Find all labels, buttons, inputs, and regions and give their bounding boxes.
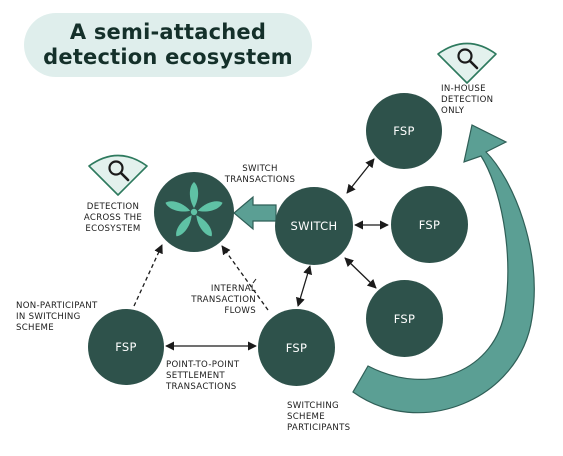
non-participant-line-2: IN SWITCHING: [16, 312, 81, 322]
internal-flows-line-2: TRANSACTION: [191, 295, 256, 305]
fsp-node-left: FSP: [88, 309, 164, 385]
detection-across-label: DETECTION ACROSS THE ECOSYSTEM: [72, 202, 154, 235]
in-house-detection-label: IN-HOUSE DETECTION ONLY: [441, 84, 493, 117]
internal-flows-tick: [252, 278, 257, 284]
switch-fsp-top-connector: [346, 158, 375, 194]
in-house-magnifier-icon: [437, 42, 497, 84]
scheme-participants-line-3: PARTICIPANTS: [287, 423, 351, 433]
switch-fsp-bottom-connector: [344, 257, 377, 289]
fsp-node-middle: FSP: [391, 186, 468, 263]
fsp-left-to-hub-dashed: [133, 244, 163, 307]
non-participant-label: NON-PARTICIPANT IN SWITCHING SCHEME: [16, 301, 98, 334]
fsp-center-to-hub-dashed: [221, 245, 269, 311]
fsp-node-bottom-right: FSP: [366, 280, 443, 357]
fsp-node-center: FSP: [258, 309, 335, 386]
switch-transactions-label: SWITCH TRANSACTIONS: [208, 164, 312, 186]
non-participant-line-3: SCHEME: [16, 323, 54, 333]
flower-ecosystem-icon: [165, 182, 223, 237]
scheme-participants-line-2: SCHEME: [287, 412, 325, 422]
title-line-2: detection ecosystem: [43, 45, 293, 69]
internal-flows-line-3: FLOWS: [224, 306, 256, 316]
switch-node: SWITCH: [275, 187, 353, 265]
magnifier-detection-icon: [88, 154, 148, 196]
internal-flows-line-1: INTERNAL: [210, 284, 256, 294]
p2p-settlement-line-2: SETTLEMENT: [166, 371, 225, 381]
detection-across-line-2: ACROSS THE: [83, 213, 143, 223]
in-house-label-line-2: DETECTION: [441, 95, 494, 105]
curved-participants-arrow: [352, 124, 535, 414]
fsp-node-top: FSP: [366, 93, 442, 169]
switch-transactions-line-2: TRANSACTIONS: [224, 175, 296, 185]
switch-to-hub-arrow: [233, 195, 277, 231]
p2p-settlement-line-3: TRANSACTIONS: [166, 382, 237, 392]
title-line-1: A semi-attached: [69, 20, 267, 44]
detection-across-line-1: DETECTION: [86, 202, 140, 212]
internal-flows-label: INTERNAL TRANSACTION FLOWS: [166, 284, 256, 317]
switch-transactions-line-1: SWITCH: [242, 164, 278, 174]
in-house-label-line-3: ONLY: [441, 106, 465, 116]
detection-across-line-3: ECOSYSTEM: [85, 224, 141, 234]
scheme-participants-label: SWITCHING SCHEME PARTICIPANTS: [287, 401, 350, 434]
in-house-label-line-1: IN-HOUSE: [441, 84, 486, 94]
switch-fsp-center-connector: [295, 265, 313, 307]
scheme-participants-line-1: SWITCHING: [287, 401, 340, 411]
title-pill: A semi-attached detection ecosystem: [24, 13, 312, 77]
non-participant-line-1: NON-PARTICIPANT: [16, 301, 98, 311]
p2p-settlement-label: POINT-TO-POINT SETTLEMENT TRANSACTIONS: [166, 360, 239, 393]
p2p-settlement-line-1: POINT-TO-POINT: [166, 360, 240, 370]
